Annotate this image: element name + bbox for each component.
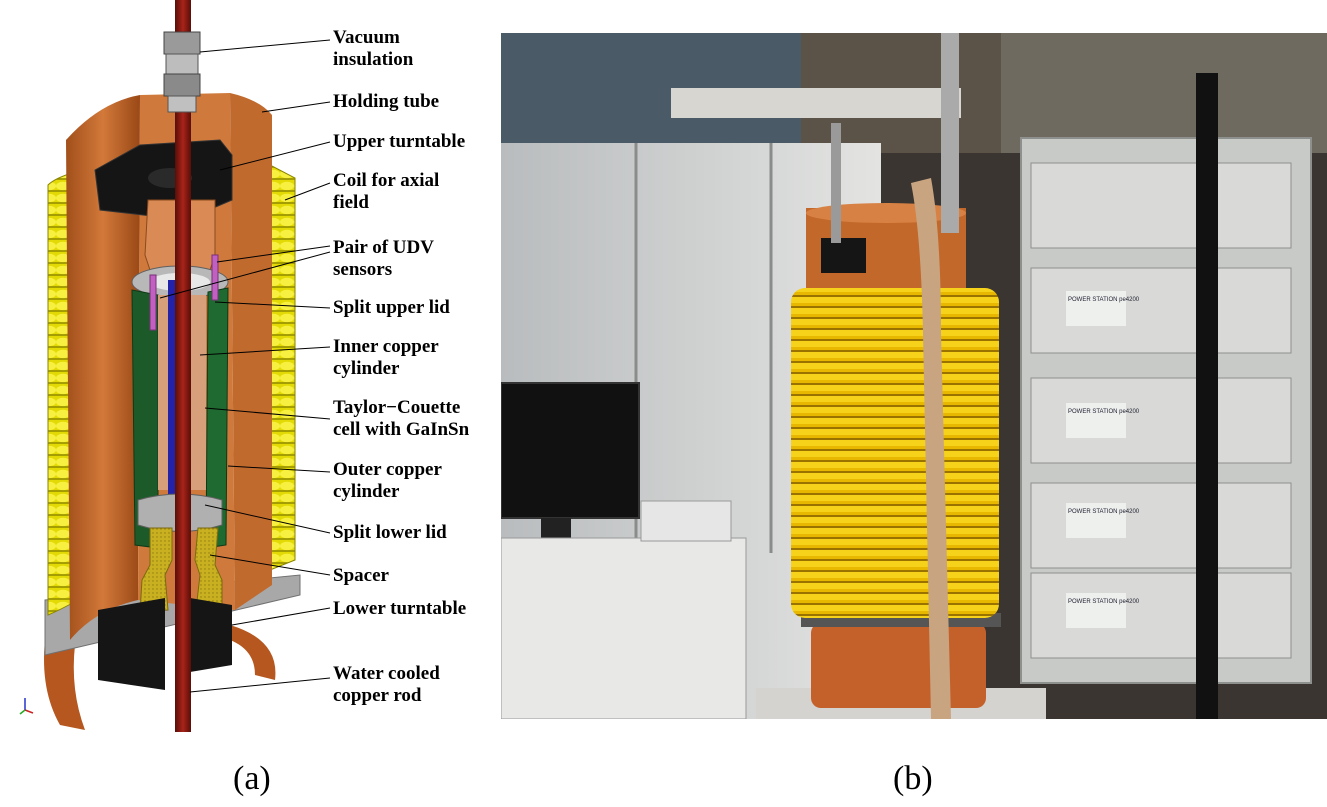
inner-copper-cylinder — [168, 280, 178, 515]
label-outer-copper-cylinder: Outer copper cylinder — [333, 459, 442, 502]
label-taylor-couette: Taylor−Couette cell with GaInSn — [333, 397, 470, 440]
label-lower-turntable: Lower turntable — [333, 598, 467, 619]
leader-lines — [159, 39, 331, 693]
label-spacer: Spacer — [333, 565, 389, 586]
power-station-label-1: POWER STATION pe4200 — [1068, 409, 1140, 415]
hose — [911, 178, 951, 719]
cad-cutaway-drawing — [19, 0, 331, 732]
power-station-label-2: POWER STATION pe4200 — [1068, 509, 1140, 515]
table — [501, 537, 747, 719]
power-station-units — [1030, 162, 1292, 659]
label-vacuum-insulation: Vacuum insulation — [333, 27, 414, 70]
label-split-upper-lid: Split upper lid — [333, 297, 450, 318]
axis-triad-icon — [19, 698, 34, 715]
label-inner-copper-cylinder: Inner copper cylinder — [333, 336, 439, 379]
bottom-flange — [44, 625, 276, 730]
lower-turntable — [98, 598, 232, 690]
power-station-label-0: POWER STATION pe4200 — [1068, 297, 1140, 303]
udv-sensors — [149, 254, 219, 331]
power-station-label-3: POWER STATION pe4200 — [1068, 599, 1140, 605]
label-udv-sensors: Pair of UDV sensors — [333, 237, 434, 280]
label-coil: Coil for axial field — [333, 170, 440, 213]
caption-a: (a) — [233, 760, 271, 797]
vacuum-insulation — [163, 31, 201, 113]
label-split-lower-lid: Split lower lid — [333, 522, 447, 543]
label-holding-tube: Holding tube — [333, 91, 440, 112]
label-water-cooled-rod: Water cooled copper rod — [333, 663, 440, 706]
water-cooled-copper-rod — [175, 0, 191, 732]
caption-b: (b) — [893, 760, 933, 797]
spacer — [139, 527, 223, 613]
label-upper-turntable: Upper turntable — [333, 131, 466, 152]
black-strap — [1196, 73, 1218, 719]
yellow-coil-photo — [791, 288, 999, 618]
